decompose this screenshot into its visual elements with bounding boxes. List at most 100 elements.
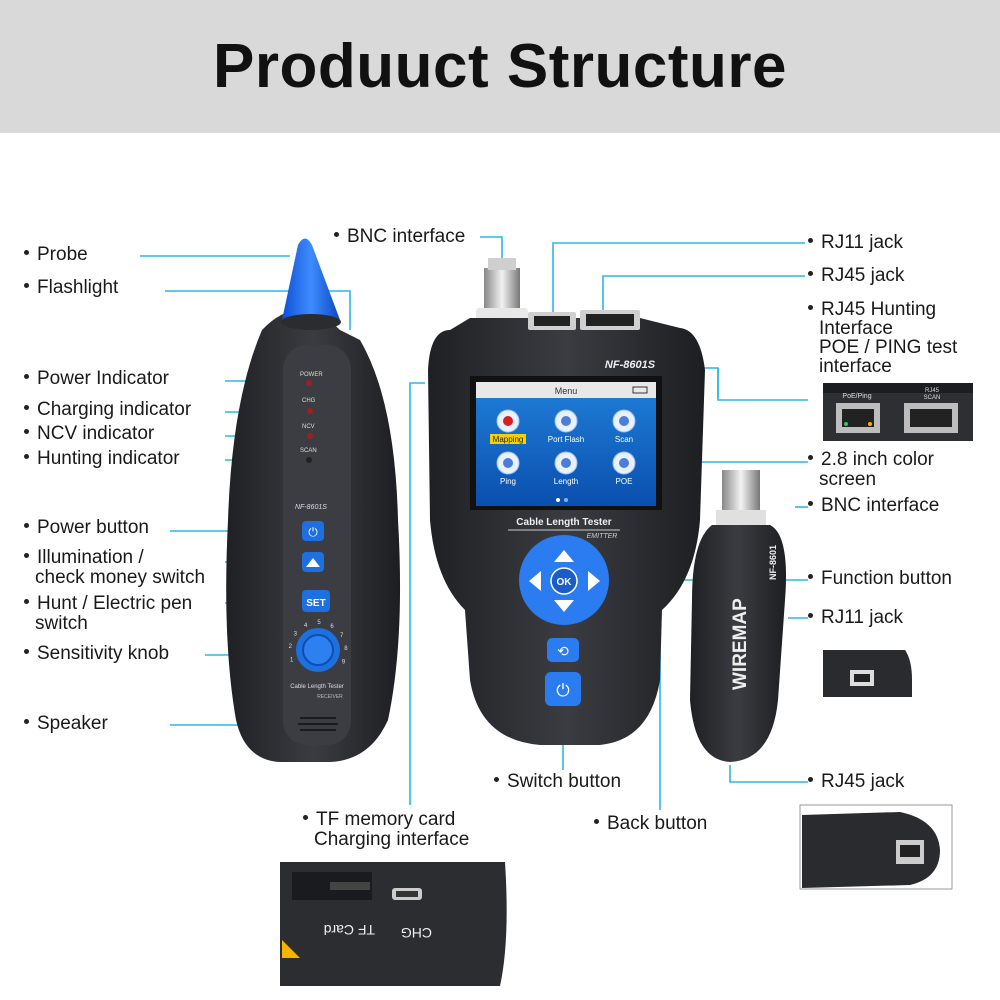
ok-label: OK [557,577,573,588]
label-text: Speaker [37,713,108,734]
label-text: Power Indicator [37,368,170,389]
knob-tick-label: 2 [289,644,293,650]
label-text: 2.8 inch color [821,449,935,470]
label-text: Hunt / Electric pen [37,593,193,614]
label-text: NCV indicator [37,423,155,444]
arrow-up-icon [554,550,574,562]
label-text: Illumination / [37,547,144,568]
knob-tick-label: 7 [340,633,344,639]
knob-tick-label: 6 [330,624,334,630]
power-icon: ⏻ [556,681,570,700]
inset-chg-label: CHG [401,925,432,941]
knob-tick-label: 8 [344,646,348,652]
label-text: Hunting indicator [37,448,180,469]
inset-rj45 [799,804,953,890]
bnc-connector [484,268,520,313]
label-flashlight: Flashlight [24,278,118,298]
remote-wiremap-text: WIREMAP [730,598,751,690]
led-power-label: POWER [300,372,323,378]
power-icon: ⏻ [308,525,318,539]
menu-icon-glyph [561,416,571,426]
label-text: POE / PING test [819,337,958,358]
knob-tick-label: 5 [317,620,321,626]
emitter-subcaption: EMITTER [587,533,618,540]
rj11-port [534,316,570,326]
label-charging-indicator: Charging indicator [24,400,191,420]
probe-tip [282,238,340,325]
label-power-button: Power button [24,518,149,538]
rj45-port [586,314,634,326]
power-led [306,380,312,386]
arrow-right-icon [588,571,600,591]
label-text: Charging interface [314,829,470,850]
switch-button[interactable] [545,672,581,706]
inset-poe-label: PoE/Ping [842,393,871,400]
label-back-button: Back button [594,814,707,834]
set-button[interactable] [302,590,330,612]
menu-item-label[interactable]: Ping [500,477,516,486]
knob-tick-label: 3 [294,632,298,638]
label-ncv-indicator: NCV indicator [24,424,154,444]
chg-led [307,408,313,414]
arrow-down-icon [554,600,574,612]
label-text: Charging indicator [37,399,192,420]
label-text: TF memory card [316,809,456,830]
label-bnc-interface-right: BNC interface [808,496,939,516]
inset-rj45-label-1: RJ45 [925,388,940,394]
receiver-caption: Cable Length Tester [290,684,344,690]
ok-button[interactable] [550,567,578,595]
menu-item-label[interactable]: Port Flash [548,435,584,444]
speaker-grille [298,717,338,731]
label-text: BNC interface [821,495,940,516]
menu-item-label[interactable]: POE [616,477,633,486]
menu-icon-glyph [619,416,629,426]
label-text: Back button [607,813,708,834]
label-text: RJ11 jack [821,232,904,253]
menu-item-label[interactable]: Scan [615,435,633,444]
label-text: switch [35,613,88,634]
inset-tfcard-label: TF Card [324,922,375,938]
label-text: Sensitivity knob [37,643,170,664]
menu-icon-glyph [503,458,513,468]
label-rj45-jack: RJ45 jack [808,266,904,286]
back-button[interactable] [547,638,579,662]
led-ncv-label: NCV [302,424,315,430]
emitter-model: NF-8601S [605,359,656,371]
remote-device: WIREMAP NF-8601 [690,470,786,762]
label-text: check money switch [35,567,206,588]
label-bnc-interface-top: BNC interface [334,227,465,247]
inset-tf-card: CHG TF Card [280,862,510,986]
remote-bnc [722,470,760,515]
menu-item-label[interactable]: Mapping [493,435,524,444]
label-text: Probe [37,244,88,265]
label-text: screen [819,469,877,490]
label-power-indicator: Power Indicator [24,369,169,389]
led-chg-label: CHG [302,398,316,404]
label-speaker: Speaker [24,714,108,734]
menu-item-label[interactable]: Length [554,477,578,486]
led-scan-label: SCAN [300,448,317,454]
emitter-caption: Cable Length Tester [516,517,611,528]
label-text: RJ45 jack [821,265,905,286]
knob-tick-label: 4 [304,623,308,629]
label-text: interface [819,356,892,377]
label-text: Function button [821,568,952,589]
title-banner: Produuct Structure [0,0,1000,133]
label-rj45-jack-2: RJ45 jack [808,772,904,792]
menu-title: Menu [555,386,578,396]
receiver-power-button[interactable] [302,521,324,541]
label-text: RJ45 jack [821,771,905,792]
label-hunting-indicator: Hunting indicator [24,449,180,469]
menu-icon-glyph [503,416,513,426]
scan-led [306,457,312,463]
label-rj11-jack: RJ11 jack [808,233,903,253]
knob-tick-label: 9 [342,659,346,665]
light-icon [306,558,320,567]
